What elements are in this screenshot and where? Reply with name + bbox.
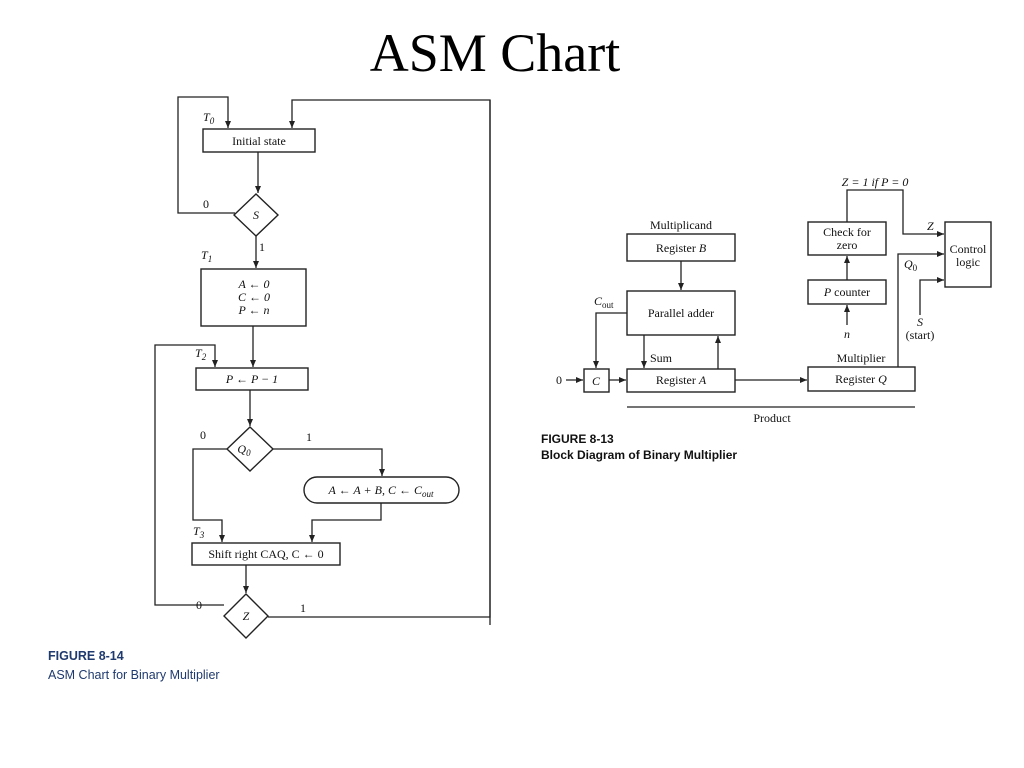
initial-state-label: Initial state <box>232 134 286 148</box>
q0-decision-label: Q0 <box>237 442 251 458</box>
parallel-adder-box <box>626 290 736 336</box>
parallel-adder-label: Parallel adder <box>648 306 714 320</box>
multiplicand-label: Multiplicand <box>650 218 712 232</box>
z-decision-label: Z <box>243 609 250 623</box>
z-branch-zero-label: 0 <box>196 598 202 612</box>
start-label: (start) <box>906 328 935 342</box>
figure-8-14-caption: ASM Chart for Binary Multiplier <box>48 668 220 682</box>
figure-8-13-number: FIGURE 8-13 <box>541 432 614 446</box>
register-q-box <box>807 366 916 392</box>
p-counter-label: P counter <box>823 285 870 299</box>
start-signal-line <box>919 277 944 315</box>
block-diagram: Multiplicand Register B Parallel adder C… <box>541 175 992 462</box>
state-t1-label: T1 <box>201 248 212 264</box>
q0-decision-diamond <box>225 426 275 472</box>
control-logic-label-1: Control <box>950 242 987 256</box>
cout-label: Cout <box>594 294 614 310</box>
state-t2-label: T2 <box>195 346 207 362</box>
check-zero-box <box>807 221 887 256</box>
state-t3-label: T3 <box>193 524 205 540</box>
z-condition-label: Z = 1 if P = 0 <box>842 175 909 189</box>
initial-state-box <box>202 128 316 153</box>
product-label: Product <box>753 411 791 425</box>
zero-input-label: 0 <box>556 373 562 387</box>
z-branch-one-label: 1 <box>300 601 306 615</box>
decrement-p-label: P ← P − 1 <box>225 372 278 386</box>
s-decision-label: S <box>253 208 259 222</box>
q0-signal-label: Q0 <box>904 257 918 273</box>
control-logic-box <box>944 221 992 288</box>
check-zero-label-2: zero <box>837 238 858 252</box>
shift-right-label: Shift right CAQ, C ← 0 <box>208 547 323 561</box>
shift-right-box <box>191 542 341 566</box>
c-register-label: C <box>592 374 601 388</box>
register-q-label: Register Q <box>835 372 887 386</box>
z-decision-diamond <box>223 593 269 639</box>
q0-zero-path <box>192 448 227 542</box>
check-zero-label-1: Check for <box>823 225 871 239</box>
figure-8-13-caption: Block Diagram of Binary Multiplier <box>541 448 737 462</box>
decrement-p-box <box>195 367 309 391</box>
figure-8-14-number: FIGURE 8-14 <box>48 649 124 663</box>
control-logic-label-2: logic <box>956 255 980 269</box>
s-branch-zero-label: 0 <box>203 197 209 211</box>
init-p-label: P ← n <box>237 303 269 317</box>
cout-line <box>593 312 627 368</box>
z-signal-label: Z <box>927 219 934 233</box>
q0-signal-line <box>897 251 944 367</box>
init-a-label: A ← 0 <box>237 277 269 291</box>
register-b-label: Register B <box>656 241 707 255</box>
asm-chart: Initial state T0 S 0 1 T1 A ← 0 C ← 0 P … <box>48 96 491 682</box>
n-input-label: n <box>844 327 850 341</box>
sum-label: Sum <box>650 351 673 365</box>
state-t0-label: T0 <box>203 110 215 126</box>
conditional-add-label: A ← A + B, C ← Cout <box>328 483 434 499</box>
slide-title: ASM Chart <box>369 23 621 83</box>
s-zero-loop <box>177 96 235 214</box>
s-start-label: S <box>917 315 923 329</box>
q0-branch-one-label: 1 <box>306 430 312 444</box>
initialize-registers-box <box>200 268 307 327</box>
s-branch-one-label: 1 <box>259 240 265 254</box>
add-to-shift-path <box>309 503 382 542</box>
q0-branch-zero-label: 0 <box>200 428 206 442</box>
register-b-box <box>626 233 736 262</box>
multiplier-label: Multiplier <box>837 351 886 365</box>
z-one-return-path <box>268 99 491 618</box>
z-signal-line <box>846 189 944 237</box>
init-c-label: C ← 0 <box>238 290 270 304</box>
z-zero-loop <box>154 344 224 606</box>
q0-one-path <box>273 448 385 476</box>
register-a-label: Register A <box>656 373 707 387</box>
